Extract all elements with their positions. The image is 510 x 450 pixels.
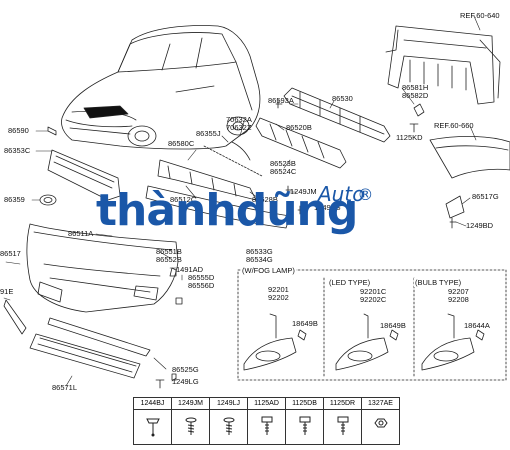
watermark-main: thànhdũng [96,185,358,236]
label-1491AD[interactable]: 1491AD [176,265,204,274]
upper-grille [47,149,121,201]
fasteners [155,99,457,389]
fog-lamp-illustrations [243,313,485,371]
lower-strip [47,317,151,357]
label-70632A[interactable]: 70632A [226,115,252,124]
watermark-registered: ® [357,185,374,204]
label-86530[interactable]: 86530 [332,94,353,103]
label-86590[interactable]: 86590 [8,126,29,135]
screw-icon [171,409,210,445]
fastener-code[interactable]: 1125AD [247,397,286,410]
label-86524C[interactable]: 86524C [270,167,297,176]
label-86593A[interactable]: 86593A [268,96,294,105]
label-1249BD[interactable]: 1249BD [466,221,494,230]
bolt-icon [285,409,324,445]
emblem [39,194,57,206]
strip [203,145,263,177]
label-91E[interactable]: 91E [0,287,14,296]
label-92208[interactable]: 92208 [448,295,469,304]
label-86534G[interactable]: 86534G [246,255,273,264]
ref-mid: REF.60-660 [434,121,474,130]
upper-bracket-cover [145,185,291,229]
label-92201C[interactable]: 92201C [360,287,387,296]
label-86571L[interactable]: 86571L [52,383,78,392]
label-86581H[interactable]: 86581H [402,83,429,92]
label-86551B[interactable]: 86551B [156,247,182,256]
label-86353C[interactable]: 86353C [4,146,31,155]
bumper-beam [283,87,391,143]
label-1249JM[interactable]: 1249JM [290,187,317,196]
label-18644A[interactable]: 18644A [464,321,490,330]
label-86355J[interactable]: 86355J [196,129,221,138]
fastener-code[interactable]: 1249LJ [209,397,248,410]
bolt-icon [247,409,286,445]
fastener-code[interactable]: 1125DR [323,397,362,410]
fastener-code[interactable]: 1244BJ [133,397,172,410]
screw-icon [209,409,248,445]
nut-icon [361,409,400,445]
label-86556D[interactable]: 86556D [188,281,215,290]
watermark-auto: Auto [318,182,365,206]
label-92207[interactable]: 92207 [448,287,469,296]
watermark-logo: thànhdũng® Auto [96,182,374,236]
bracket-86517G [445,195,465,219]
label-92201[interactable]: 92201 [268,285,289,294]
label-86511A[interactable]: 86511A [68,229,94,238]
label-86517[interactable]: 86517 [0,249,21,258]
fender [429,135,510,179]
label-1249LG-lower[interactable]: 1249LG [172,377,199,386]
inset-fog-title: (W/FOG LAMP) [241,266,296,275]
fastener-code[interactable]: 1327AE [361,397,400,410]
label-86582D[interactable]: 86582D [402,91,429,100]
label-86520B[interactable]: 86520B [286,123,312,132]
fastener-code[interactable]: 1125DB [285,397,324,410]
label-1249LG[interactable]: 1249LG [314,203,341,212]
label-18649B-led[interactable]: 18649B [380,321,406,330]
label-86525G[interactable]: 86525G [172,365,199,374]
label-70632Z[interactable]: 70632Z [226,123,252,132]
label-92202[interactable]: 92202 [268,293,289,302]
label-86523B[interactable]: 86523B [270,159,296,168]
label-18649B-fog[interactable]: 18649B [292,319,318,328]
bumper-cover [26,223,179,313]
label-86580C[interactable]: 86580C [168,139,195,148]
plug [47,126,57,136]
energy-absorber [255,117,347,169]
label-86533G[interactable]: 86533G [246,247,273,256]
fastener-code[interactable]: 1249JM [171,397,210,410]
label-1125KD[interactable]: 1125KD [396,133,423,142]
leader-lines [3,15,481,387]
clip-icon [133,409,172,445]
side-strip [3,299,27,335]
radiator-support [385,25,501,105]
inset-led-title: (LED TYPE) [328,278,372,287]
lower-grille [29,333,141,379]
label-86512C[interactable]: 86512C [170,195,197,204]
label-92202C[interactable]: 92202C [360,295,387,304]
label-86359[interactable]: 86359 [4,195,25,204]
label-86517G[interactable]: 86517G [472,192,499,201]
bolt-icon [323,409,362,445]
fastener-table: 1244BJ 1249JM 1249LJ 1125AD 1125DB 1125D… [133,397,400,445]
ref-top: REF.60-640 [460,11,500,20]
label-86528B[interactable]: 86528B [252,195,278,204]
label-86552B[interactable]: 86552B [156,255,182,264]
upper-bracket [157,159,257,201]
inset-bulb-title: (BULB TYPE) [414,278,463,287]
label-86555D[interactable]: 86555D [188,273,215,282]
